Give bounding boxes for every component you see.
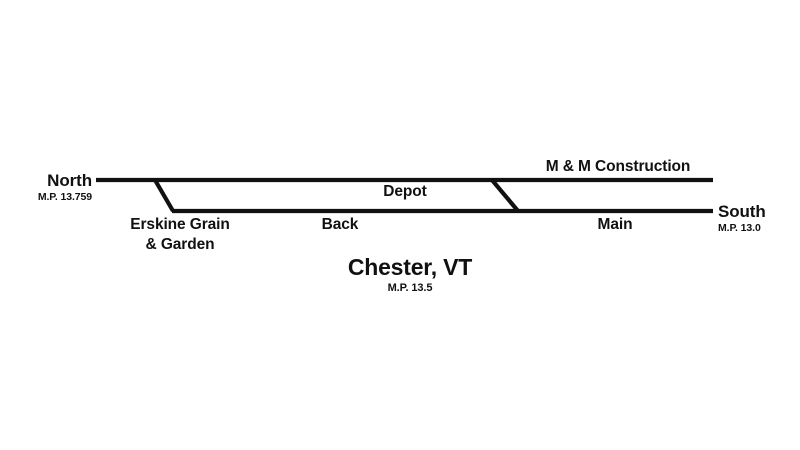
page-title: Chester, VT (347, 254, 473, 280)
page-title-milepost: M.P. 13.5 (387, 282, 433, 295)
west-switch-diagonal (153, 178, 175, 213)
endpoint-north-milepost: M.P. 13.759 (37, 191, 92, 204)
endpoint-south: South M.P. 13.0 (718, 202, 800, 234)
endpoint-south-label: South (718, 202, 766, 221)
track-label-erskine-line2: & Garden (145, 236, 215, 254)
endpoint-north: North M.P. 13.759 (0, 171, 92, 203)
track-label-mm-construction: M & M Construction (545, 158, 691, 175)
endpoint-north-label: North (47, 171, 92, 190)
track-label-depot: Depot (383, 183, 427, 200)
track-label-back: Back (321, 216, 359, 233)
title-block: Chester, VT M.P. 13.5 (260, 254, 560, 295)
track-label-erskine-grain-and-garden: Erskine Grain & Garden (110, 215, 250, 255)
track-label-erskine-line1: Erskine Grain (130, 216, 230, 233)
endpoint-south-milepost: M.P. 13.0 (718, 222, 761, 235)
east-switch-diagonal (490, 178, 520, 213)
track-label-main: Main (597, 216, 633, 233)
